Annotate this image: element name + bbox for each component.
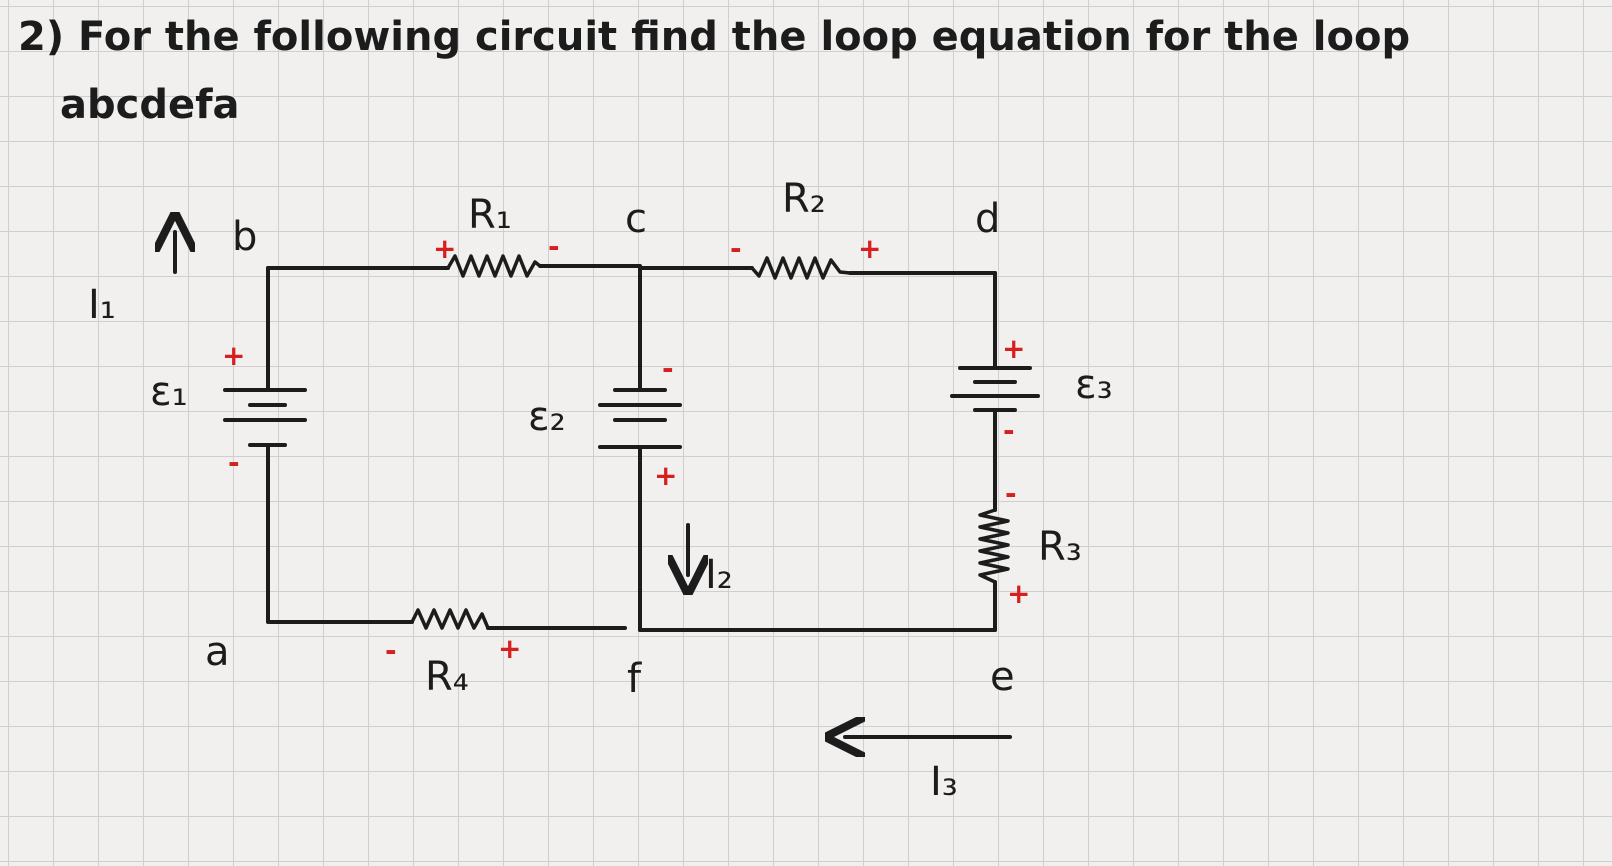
r3-label: R₃: [1038, 524, 1082, 570]
problem-line-1: 2) For the following circuit find the lo…: [18, 14, 1410, 60]
e3-label: ε₃: [1075, 362, 1113, 408]
r3-plus-mark: +: [1007, 577, 1030, 610]
r2-plus-mark: +: [858, 232, 881, 265]
battery-e3: [950, 366, 1040, 412]
e1-plus-mark: +: [222, 339, 245, 372]
e3-minus-mark: -: [1003, 414, 1015, 447]
r2-label: R₂: [782, 176, 826, 222]
resistor-r2: [750, 256, 851, 280]
r1-label: R₁: [468, 192, 512, 238]
node-b-label: b: [232, 214, 257, 260]
r2-minus-mark: -: [730, 232, 742, 265]
e1-minus-mark: -: [228, 446, 240, 479]
current-i1-label: I₁: [88, 282, 116, 328]
resistor-r3: [978, 508, 1010, 584]
resistor-r4: [410, 608, 490, 630]
e2-minus-mark: -: [662, 352, 674, 385]
r4-minus-mark: -: [385, 634, 397, 667]
battery-e1: [223, 388, 307, 447]
battery-e2: [598, 388, 682, 449]
e1-label: ε₁: [150, 369, 188, 415]
r4-label: R₄: [425, 654, 469, 700]
node-c-label: c: [625, 196, 647, 242]
node-a-label: a: [205, 629, 230, 675]
node-d-label: d: [975, 196, 1000, 242]
e3-plus-mark: +: [1002, 332, 1025, 365]
r1-plus-mark: +: [433, 232, 456, 265]
e2-plus-mark: +: [654, 459, 677, 492]
resistor-r1: [446, 254, 542, 278]
r4-plus-mark: +: [498, 632, 521, 665]
node-e-label: e: [990, 654, 1015, 700]
problem-line-2: abcdefa: [60, 82, 240, 128]
current-i2-label: I₂: [705, 552, 733, 598]
e2-label: ε₂: [528, 394, 566, 440]
r3-minus-mark: -: [1005, 477, 1017, 510]
current-i3-label: I₃: [930, 759, 958, 805]
r1-minus-mark: -: [548, 230, 560, 263]
node-f-label: f: [627, 656, 642, 702]
